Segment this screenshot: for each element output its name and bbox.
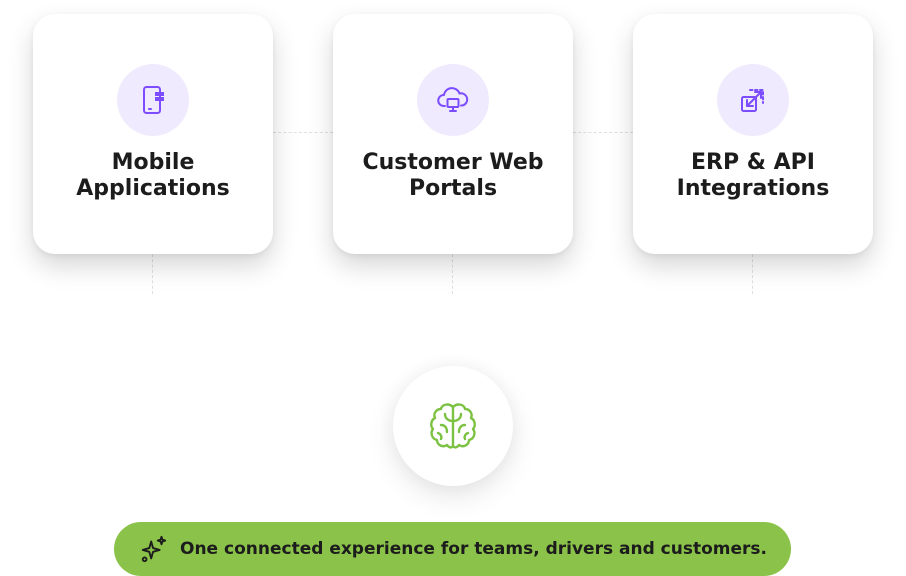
card-erp-api-integrations: ERP & API Integrations xyxy=(633,14,873,254)
card-title-line: Customer Web xyxy=(362,150,544,175)
card-title-line: ERP & API xyxy=(691,150,815,175)
mobile-app-icon xyxy=(117,64,189,136)
sparkle-icon xyxy=(138,533,170,565)
card-customer-web-portals: Customer Web Portals xyxy=(333,14,573,254)
brain-hub xyxy=(393,366,513,486)
brain-icon xyxy=(430,403,476,449)
card-title: Customer Web Portals xyxy=(333,150,573,202)
card-title: ERP & API Integrations xyxy=(633,150,873,202)
card-title-line: Portals xyxy=(408,176,498,201)
connector-line xyxy=(273,132,333,133)
tagline-banner: One connected experience for teams, driv… xyxy=(114,522,791,576)
connector-line xyxy=(452,254,453,294)
integration-arrows-icon xyxy=(717,64,789,136)
connector-line xyxy=(152,254,153,294)
card-mobile-applications: Mobile Applications xyxy=(33,14,273,254)
connector-line xyxy=(573,132,633,133)
card-title-line: Applications xyxy=(76,176,230,201)
banner-text: One connected experience for teams, driv… xyxy=(180,539,767,559)
card-title: Mobile Applications xyxy=(33,150,273,202)
card-title-line: Mobile xyxy=(111,150,195,175)
cloud-monitor-icon xyxy=(417,64,489,136)
card-title-line: Integrations xyxy=(676,176,830,201)
connector-line xyxy=(752,254,753,294)
